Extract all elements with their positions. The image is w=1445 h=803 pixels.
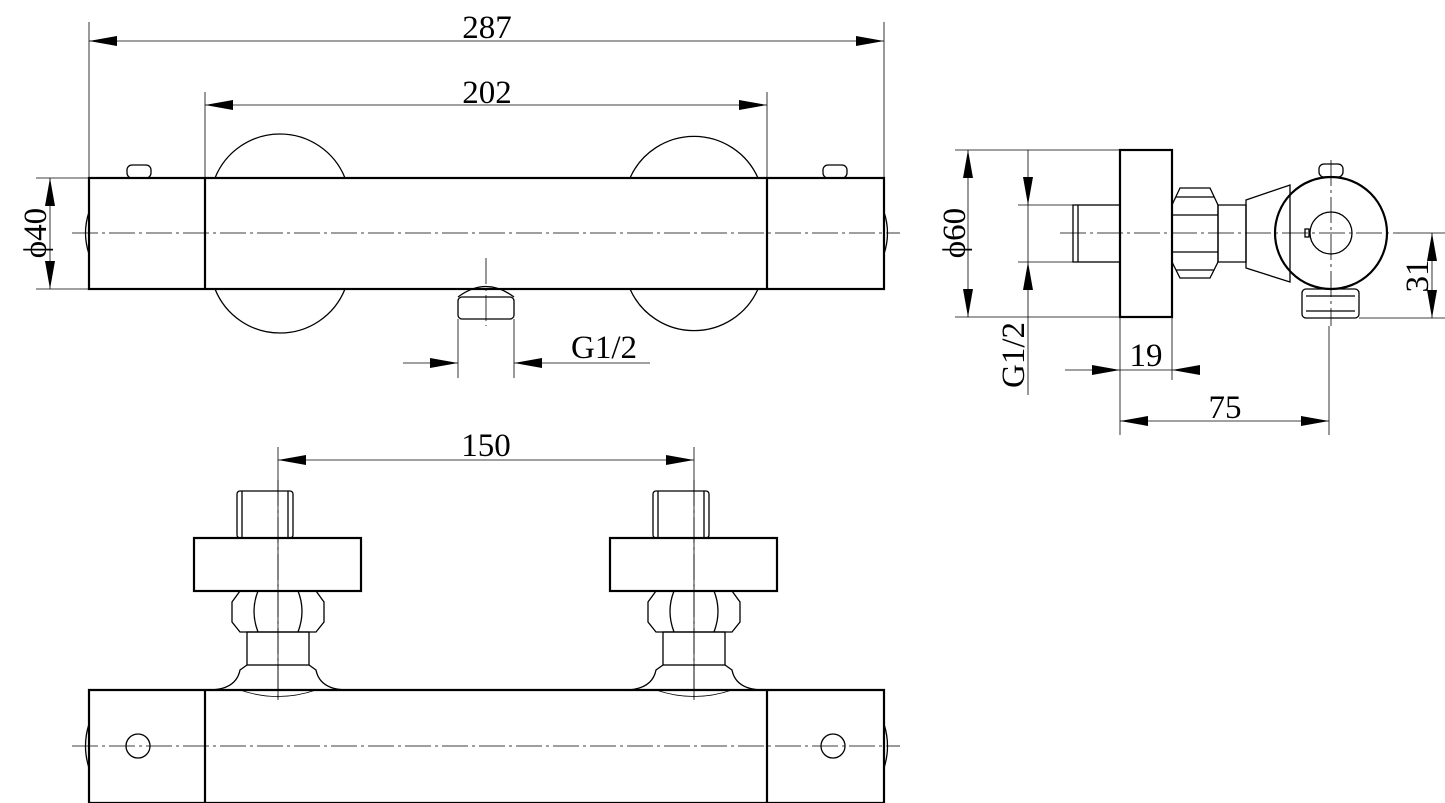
- right-wall-flange: [629, 135, 759, 332]
- dim-projection: 75: [1120, 326, 1330, 435]
- dim-flange-thickness-label: 19: [1130, 338, 1163, 374]
- dim-outlet-thread-label: G1/2: [571, 330, 637, 366]
- valve-body-front: [87, 176, 886, 291]
- dim-inlet-spacing-label: 150: [461, 428, 511, 464]
- dim-center-length: 202: [204, 75, 768, 178]
- dim-inlet-thread: G1/2: [996, 150, 1073, 395]
- dim-outlet-thread: G1/2: [403, 319, 650, 378]
- right-stud: [822, 164, 848, 179]
- left-stud: [126, 164, 152, 179]
- outlet-nozzle: [457, 258, 515, 326]
- valve-body-top: [87, 688, 886, 803]
- top-view: 150: [72, 428, 900, 803]
- dim-inlet-spacing: 150: [277, 428, 695, 700]
- left-wall-flange: [214, 133, 346, 334]
- side-flange: [1118, 148, 1174, 319]
- dim-outlet-offset-label: 31: [1400, 260, 1436, 293]
- front-view: 287 202 ϕ40: [18, 10, 900, 378]
- side-inlet-stub: [1072, 204, 1121, 263]
- dim-flange-diameter-label: ϕ60: [937, 208, 973, 258]
- left-inlet-assembly: [192, 490, 363, 697]
- dim-body-diameter-label: ϕ40: [18, 208, 54, 258]
- dim-inlet-thread-label: G1/2: [996, 322, 1032, 388]
- right-inlet-assembly: [608, 490, 779, 697]
- dim-overall-length-label: 287: [462, 10, 512, 46]
- dim-outlet-offset: 31: [1359, 232, 1445, 319]
- dim-projection-label: 75: [1209, 390, 1242, 426]
- dim-flange-thickness: 19: [1065, 317, 1200, 435]
- dim-overall-length: 287: [88, 10, 885, 178]
- dim-flange-diameter: ϕ60: [937, 149, 1120, 318]
- side-view: ϕ60 G1/2 19 75: [937, 148, 1445, 435]
- dim-body-diameter: ϕ40: [18, 177, 89, 290]
- side-outlet: [1301, 288, 1360, 319]
- dim-center-length-label: 202: [462, 75, 512, 111]
